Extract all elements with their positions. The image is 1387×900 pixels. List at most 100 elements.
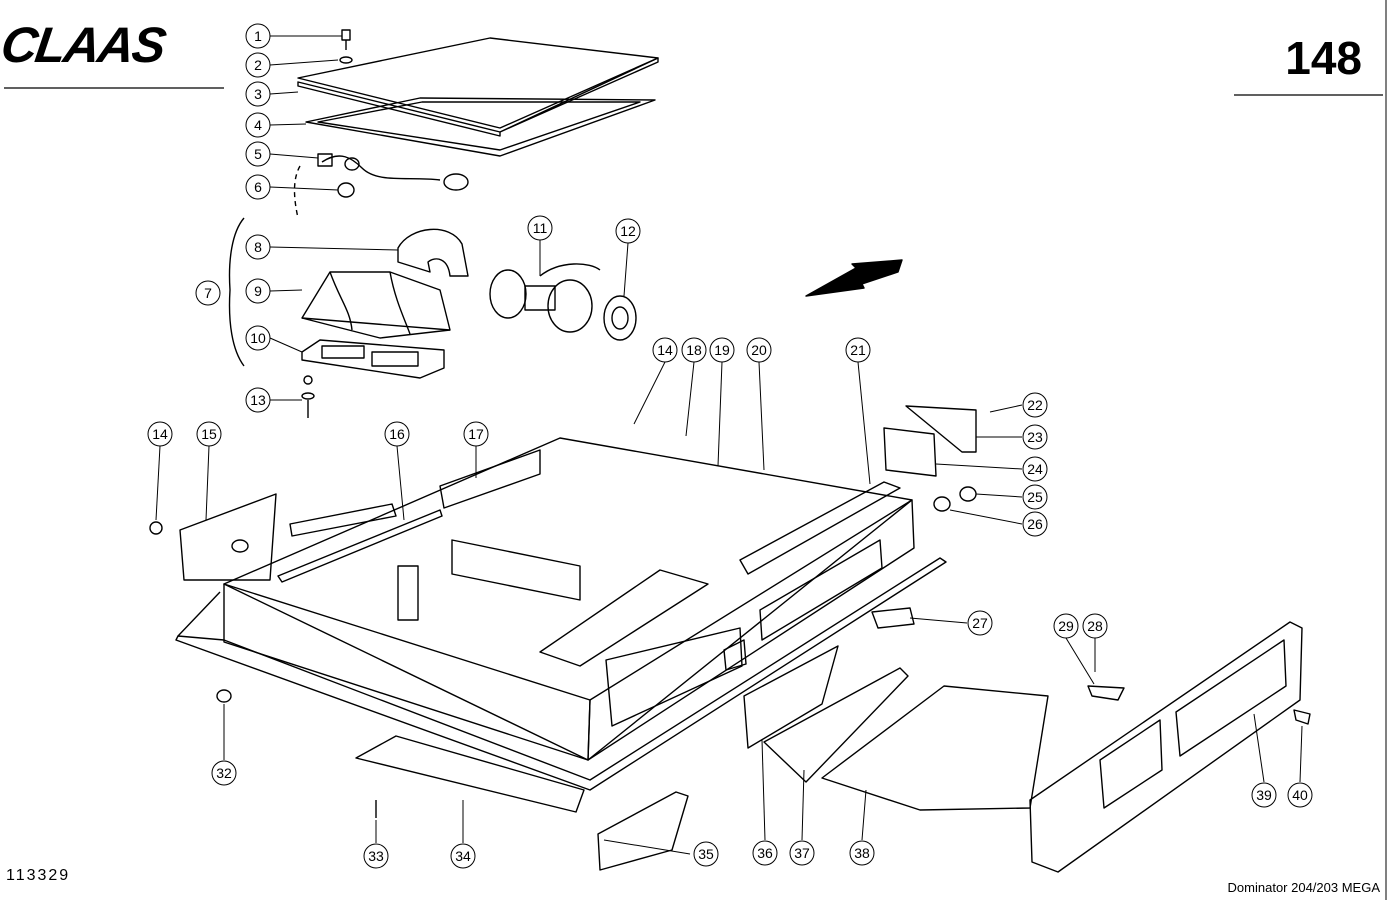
side-frame-drawing <box>1029 621 1303 873</box>
callout-26: 26 <box>1022 511 1048 537</box>
group-bracket-7 <box>228 217 245 367</box>
callout-37: 37 <box>789 840 815 866</box>
svg-text:3: 3 <box>254 86 262 102</box>
side-frame-window-1 <box>1099 719 1163 809</box>
callout-15: 15 <box>196 421 222 447</box>
callout-32: 32 <box>211 760 237 786</box>
bolt-set-drawing <box>301 375 315 418</box>
svg-text:25: 25 <box>1027 489 1043 505</box>
blower-housing-drawing <box>301 271 451 339</box>
callout-23: 23 <box>1022 424 1048 450</box>
air-duct-drawing <box>397 228 469 277</box>
page-number: 148 <box>1285 32 1362 84</box>
callout-1: 1 <box>245 23 271 49</box>
svg-text:26: 26 <box>1027 516 1043 532</box>
callout-2: 2 <box>245 52 271 78</box>
model-name: Dominator 204/203 MEGA <box>1228 880 1381 895</box>
svg-text:29: 29 <box>1058 618 1074 634</box>
small-cover-drawing <box>597 791 689 871</box>
svg-text:1: 1 <box>254 28 262 44</box>
callout-12: 12 <box>615 218 641 244</box>
retaining-clip-drawing <box>1087 685 1125 701</box>
claas-logo: CLAAS <box>0 17 169 73</box>
callout-20: 20 <box>746 337 772 363</box>
callout-14: 14 <box>652 337 678 363</box>
svg-text:12: 12 <box>620 223 636 239</box>
svg-text:17: 17 <box>468 426 484 442</box>
side-frame-window-2 <box>1175 639 1287 757</box>
svg-text:24: 24 <box>1027 461 1043 477</box>
callout-4: 4 <box>245 112 271 138</box>
svg-text:23: 23 <box>1027 429 1043 445</box>
callout-5: 5 <box>245 141 271 167</box>
svg-text:8: 8 <box>254 239 262 255</box>
svg-text:6: 6 <box>254 179 262 195</box>
mounting-gasket-drawing <box>301 339 445 379</box>
callout-10: 10 <box>245 325 271 351</box>
side-filter-panel-drawing <box>149 493 277 581</box>
callout-17: 17 <box>463 421 489 447</box>
bushing-drawing <box>933 496 951 512</box>
cover-panel-drawing <box>297 37 659 137</box>
svg-text:16: 16 <box>389 426 405 442</box>
callout-38: 38 <box>849 840 875 866</box>
callout-34: 34 <box>450 843 476 869</box>
svg-text:22: 22 <box>1027 397 1043 413</box>
svg-text:38: 38 <box>854 845 870 861</box>
svg-text:2: 2 <box>254 57 262 73</box>
callout-39: 39 <box>1251 782 1277 808</box>
callout-6: 6 <box>245 174 271 200</box>
svg-text:11: 11 <box>533 220 548 236</box>
svg-text:5: 5 <box>254 146 262 162</box>
callout-27: 27 <box>967 610 993 636</box>
airflow-arrow-icon <box>805 259 903 297</box>
callout-28: 28 <box>1082 613 1108 639</box>
electronic-module-drawing <box>883 405 977 477</box>
svg-text:37: 37 <box>794 845 810 861</box>
fan-wheel-drawing <box>603 295 637 341</box>
filter-frame-drawing <box>743 645 839 749</box>
fan-motor-drawing <box>489 263 601 333</box>
callout-29: 29 <box>1053 613 1079 639</box>
svg-text:40: 40 <box>1292 787 1308 803</box>
callout-13: 13 <box>245 387 271 413</box>
frame-clip-drawing <box>1293 709 1311 725</box>
gasket-drawing <box>305 97 656 157</box>
svg-text:28: 28 <box>1087 618 1103 634</box>
svg-text:34: 34 <box>455 848 471 864</box>
callout-21: 21 <box>845 337 871 363</box>
callout-35: 35 <box>693 841 719 867</box>
callout-19: 19 <box>709 337 735 363</box>
svg-text:14: 14 <box>152 426 168 442</box>
drawing-number: 113329 <box>6 867 70 884</box>
callout-25: 25 <box>1022 484 1048 510</box>
svg-text:35: 35 <box>698 846 714 862</box>
wiring-harness-drawing <box>293 153 469 219</box>
housing-nut-drawing <box>216 689 232 703</box>
svg-text:36: 36 <box>757 845 773 861</box>
svg-text:13: 13 <box>250 392 266 408</box>
roof-housing-drawing <box>175 437 947 791</box>
svg-text:9: 9 <box>254 283 262 299</box>
svg-text:32: 32 <box>216 765 232 781</box>
callout-40: 40 <box>1287 782 1313 808</box>
svg-text:10: 10 <box>250 330 266 346</box>
callout-33: 33 <box>363 843 389 869</box>
svg-text:19: 19 <box>714 342 730 358</box>
lower-trim-rail-drawing <box>355 735 585 813</box>
svg-text:39: 39 <box>1256 787 1272 803</box>
callout-14-left: 14 <box>147 421 173 447</box>
filter-seal-drawing <box>763 667 909 783</box>
screw-washer-drawing <box>339 29 353 64</box>
callout-36: 36 <box>752 840 778 866</box>
callout-22: 22 <box>1022 392 1048 418</box>
svg-text:14: 14 <box>657 342 673 358</box>
svg-text:7: 7 <box>204 285 212 301</box>
callout-11: 11 <box>527 215 553 241</box>
svg-text:15: 15 <box>201 426 217 442</box>
callout-8: 8 <box>245 234 271 260</box>
mounting-plate-drawing <box>871 607 915 629</box>
callout-16: 16 <box>384 421 410 447</box>
